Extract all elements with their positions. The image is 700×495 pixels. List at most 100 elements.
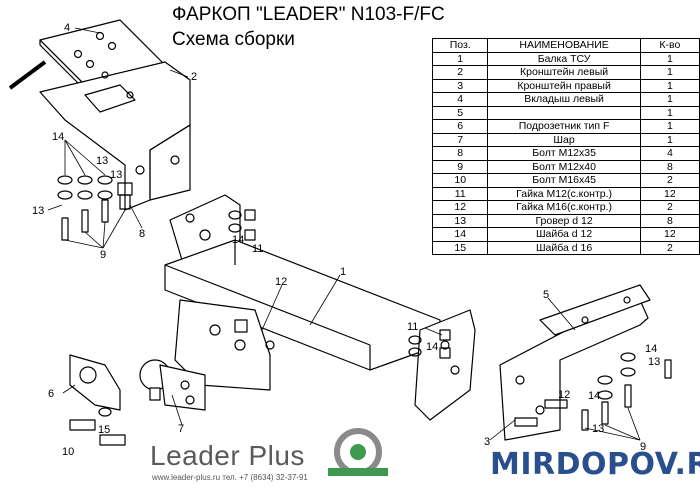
leader-plus-logo-icon xyxy=(328,428,388,476)
row-position: 8 xyxy=(431,146,489,161)
row-quantity: 12 xyxy=(639,227,700,242)
brand-contact: www.leader-plus.ru тел. +7 (8634) 32-37-… xyxy=(152,473,308,482)
row-position: 3 xyxy=(431,78,489,93)
callout-12-right: 12 xyxy=(558,389,570,401)
row-name: Болт М12х35 xyxy=(487,146,641,161)
part-1-beam xyxy=(164,194,476,421)
parts-table-header: Поз. НАИМЕНОВАНИЕ К-во xyxy=(431,38,700,53)
row-quantity: 2 xyxy=(639,173,700,188)
callout-9-left: 9 xyxy=(100,249,106,261)
row-position: 9 xyxy=(431,159,489,174)
row-position: 14 xyxy=(431,227,489,242)
row-name: Шайба d 12 xyxy=(487,227,641,242)
row-name: Шайба d 16 xyxy=(487,240,641,255)
row-quantity: 8 xyxy=(639,159,700,174)
leader-lines xyxy=(47,27,641,441)
row-name: Болт М16х45 xyxy=(487,173,641,188)
row-quantity: 1 xyxy=(639,105,700,120)
header-name: НАИМЕНОВАНИЕ xyxy=(487,38,641,53)
callout-2: 2 xyxy=(191,71,197,83)
header-position: Поз. xyxy=(431,38,489,53)
row-name: Гайка М16(с.контр.) xyxy=(487,200,641,215)
part-2-left-bracket xyxy=(39,61,191,211)
callout-14-b: 14 xyxy=(232,234,244,246)
row-quantity: 12 xyxy=(639,186,700,201)
callout-11-right: 11 xyxy=(407,321,418,333)
row-position: 4 xyxy=(431,92,489,107)
row-name: Гровер d 12 xyxy=(487,213,641,228)
row-quantity: 1 xyxy=(639,92,700,107)
callout-13-a: 13 xyxy=(110,169,122,181)
row-position: 10 xyxy=(431,173,489,188)
row-position: 13 xyxy=(431,213,489,228)
row-position: 1 xyxy=(431,51,489,66)
watermark: MIRDOPOV.RU xyxy=(490,447,700,482)
brand-name: Leader Plus xyxy=(150,440,305,471)
header-quantity: К-во xyxy=(639,38,700,53)
part-6-socket-holder xyxy=(69,354,121,411)
callout-7: 7 xyxy=(178,423,184,435)
row-position: 11 xyxy=(431,186,489,201)
row-position: 6 xyxy=(431,119,489,134)
row-name xyxy=(487,105,641,120)
callout-13-c: 13 xyxy=(96,155,108,167)
row-quantity: 4 xyxy=(639,146,700,161)
row-quantity: 1 xyxy=(639,65,700,80)
page-title: ФАРКОП "LEADER" N103-F/FC xyxy=(172,4,445,25)
callout-9-right: 9 xyxy=(640,441,646,453)
row-quantity: 2 xyxy=(639,240,700,255)
row-name: Подрозетник тип F xyxy=(487,119,641,134)
row-position: 15 xyxy=(431,240,489,255)
row-name: Балка ТСУ xyxy=(487,51,641,66)
row-quantity: 2 xyxy=(639,200,700,215)
callout-14-a: 14 xyxy=(52,131,64,143)
callout-14-c: 14 xyxy=(426,341,438,353)
row-name: Вкладыш левый xyxy=(487,92,641,107)
row-name: Гайка М12(с.контр.) xyxy=(487,186,641,201)
row-position: 12 xyxy=(431,200,489,215)
callout-10: 10 xyxy=(62,446,74,458)
callout-1: 1 xyxy=(340,266,346,278)
page-subtitle: Схема сборки xyxy=(172,29,295,50)
callout-3: 3 xyxy=(484,436,490,448)
callout-13-b: 13 xyxy=(32,205,44,217)
callout-5: 5 xyxy=(543,289,549,301)
row-position: 2 xyxy=(431,65,489,80)
row-quantity: 1 xyxy=(639,78,700,93)
callout-14-d: 14 xyxy=(645,343,657,355)
callout-12-beam: 12 xyxy=(275,276,287,288)
row-quantity: 1 xyxy=(639,119,700,134)
callout-14-e: 14 xyxy=(588,390,600,402)
row-name: Болт М12х40 xyxy=(487,159,641,174)
callout-8: 8 xyxy=(139,228,145,240)
row-quantity: 1 xyxy=(639,51,700,66)
callout-15: 15 xyxy=(98,424,110,436)
callout-13-e: 13 xyxy=(592,423,604,435)
row-name: Кронштейн правый xyxy=(487,78,641,93)
row-position: 5 xyxy=(431,105,489,120)
callout-13-d: 13 xyxy=(648,356,660,368)
row-quantity: 8 xyxy=(639,213,700,228)
callout-11-top: 11 xyxy=(252,243,263,255)
row-name: Шар xyxy=(487,132,641,147)
callout-4: 4 xyxy=(64,22,70,34)
callout-6: 6 xyxy=(48,388,54,400)
row-quantity: 1 xyxy=(639,132,700,147)
